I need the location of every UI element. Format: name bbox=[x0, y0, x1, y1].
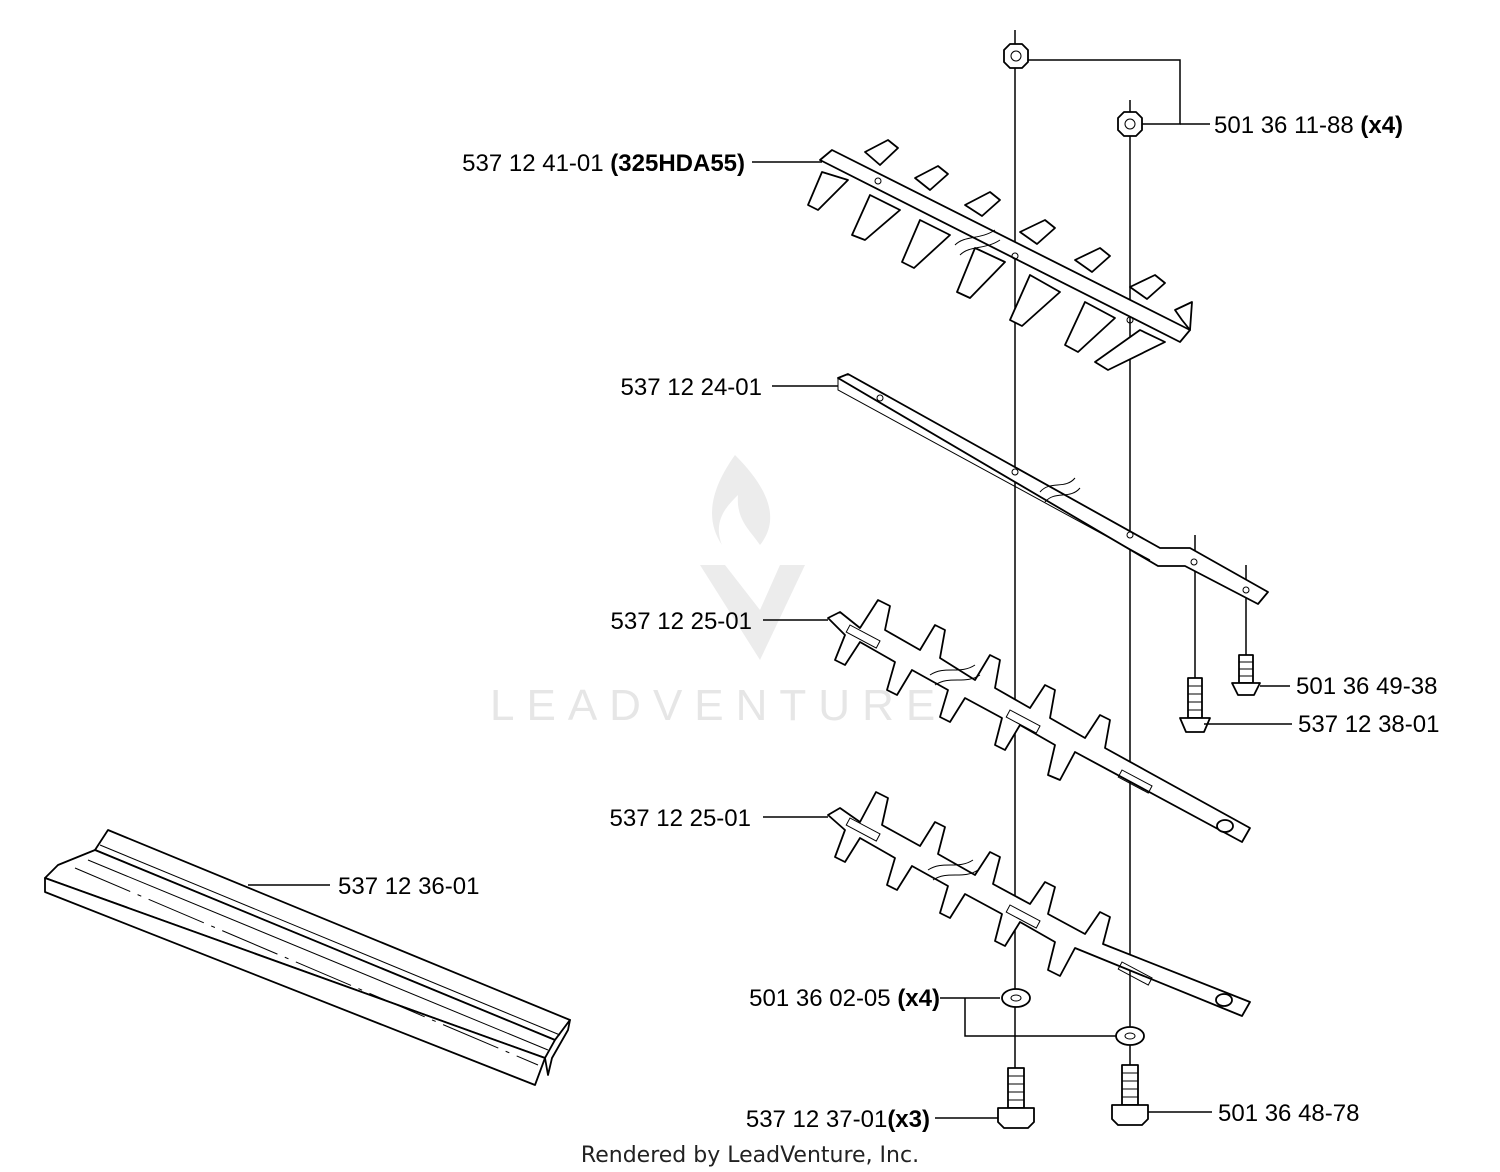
upper-blade bbox=[807, 139, 1193, 371]
watermark-text: LEADVENTURE bbox=[490, 681, 947, 730]
guide-bar bbox=[837, 373, 1269, 605]
washer-left bbox=[1001, 988, 1031, 1008]
label-washer-qty: (x4) bbox=[897, 985, 940, 1012]
screw-large bbox=[1179, 677, 1211, 733]
label-nut-top-part: 501 36 11-88 bbox=[1214, 112, 1354, 139]
label-bolt-b: 501 36 48-78 bbox=[1218, 1100, 1359, 1127]
watermark-v-icon bbox=[700, 565, 805, 660]
screw-small bbox=[1231, 654, 1261, 696]
label-bolt-a-part: 537 12 37-01 bbox=[746, 1106, 887, 1133]
washer-right bbox=[1115, 1026, 1145, 1046]
label-bolt-a-qty: (x3) bbox=[887, 1106, 930, 1133]
label-washer: 501 36 02-05 (x4) bbox=[749, 985, 940, 1012]
leader-lines bbox=[248, 59, 1292, 1119]
blade-b bbox=[827, 791, 1251, 1017]
blade-guard bbox=[44, 829, 571, 1086]
footer-credit: Rendered by LeadVenture, Inc. bbox=[581, 1143, 919, 1168]
label-upper-blade-part: 537 12 41-01 bbox=[462, 150, 603, 177]
label-blade-b: 537 12 25-01 bbox=[610, 805, 751, 832]
label-screw-small: 501 36 49-38 bbox=[1296, 673, 1437, 700]
nut-top-left bbox=[1003, 43, 1029, 69]
label-blade-guard: 537 12 36-01 bbox=[338, 873, 479, 900]
bolt-left bbox=[997, 1067, 1035, 1129]
label-upper-blade: 537 12 41-01 (325HDA55) bbox=[462, 150, 745, 177]
watermark-flame-icon bbox=[712, 455, 771, 545]
watermark: LEADVENTURE bbox=[490, 455, 947, 730]
label-nut-top: 501 36 11-88 (x4) bbox=[1214, 112, 1403, 139]
label-nut-top-qty: (x4) bbox=[1360, 112, 1403, 139]
blade-a bbox=[827, 599, 1251, 843]
label-guide-bar: 537 12 24-01 bbox=[621, 374, 762, 401]
label-bolt-a: 537 12 37-01(x3) bbox=[746, 1106, 930, 1133]
label-washer-part: 501 36 02-05 bbox=[749, 985, 890, 1012]
bolt-right bbox=[1111, 1064, 1149, 1126]
nut-top-right bbox=[1117, 111, 1143, 137]
label-upper-blade-qty: (325HDA55) bbox=[610, 150, 745, 177]
label-screw-large: 537 12 38-01 bbox=[1298, 711, 1439, 738]
label-blade-a: 537 12 25-01 bbox=[611, 608, 752, 635]
